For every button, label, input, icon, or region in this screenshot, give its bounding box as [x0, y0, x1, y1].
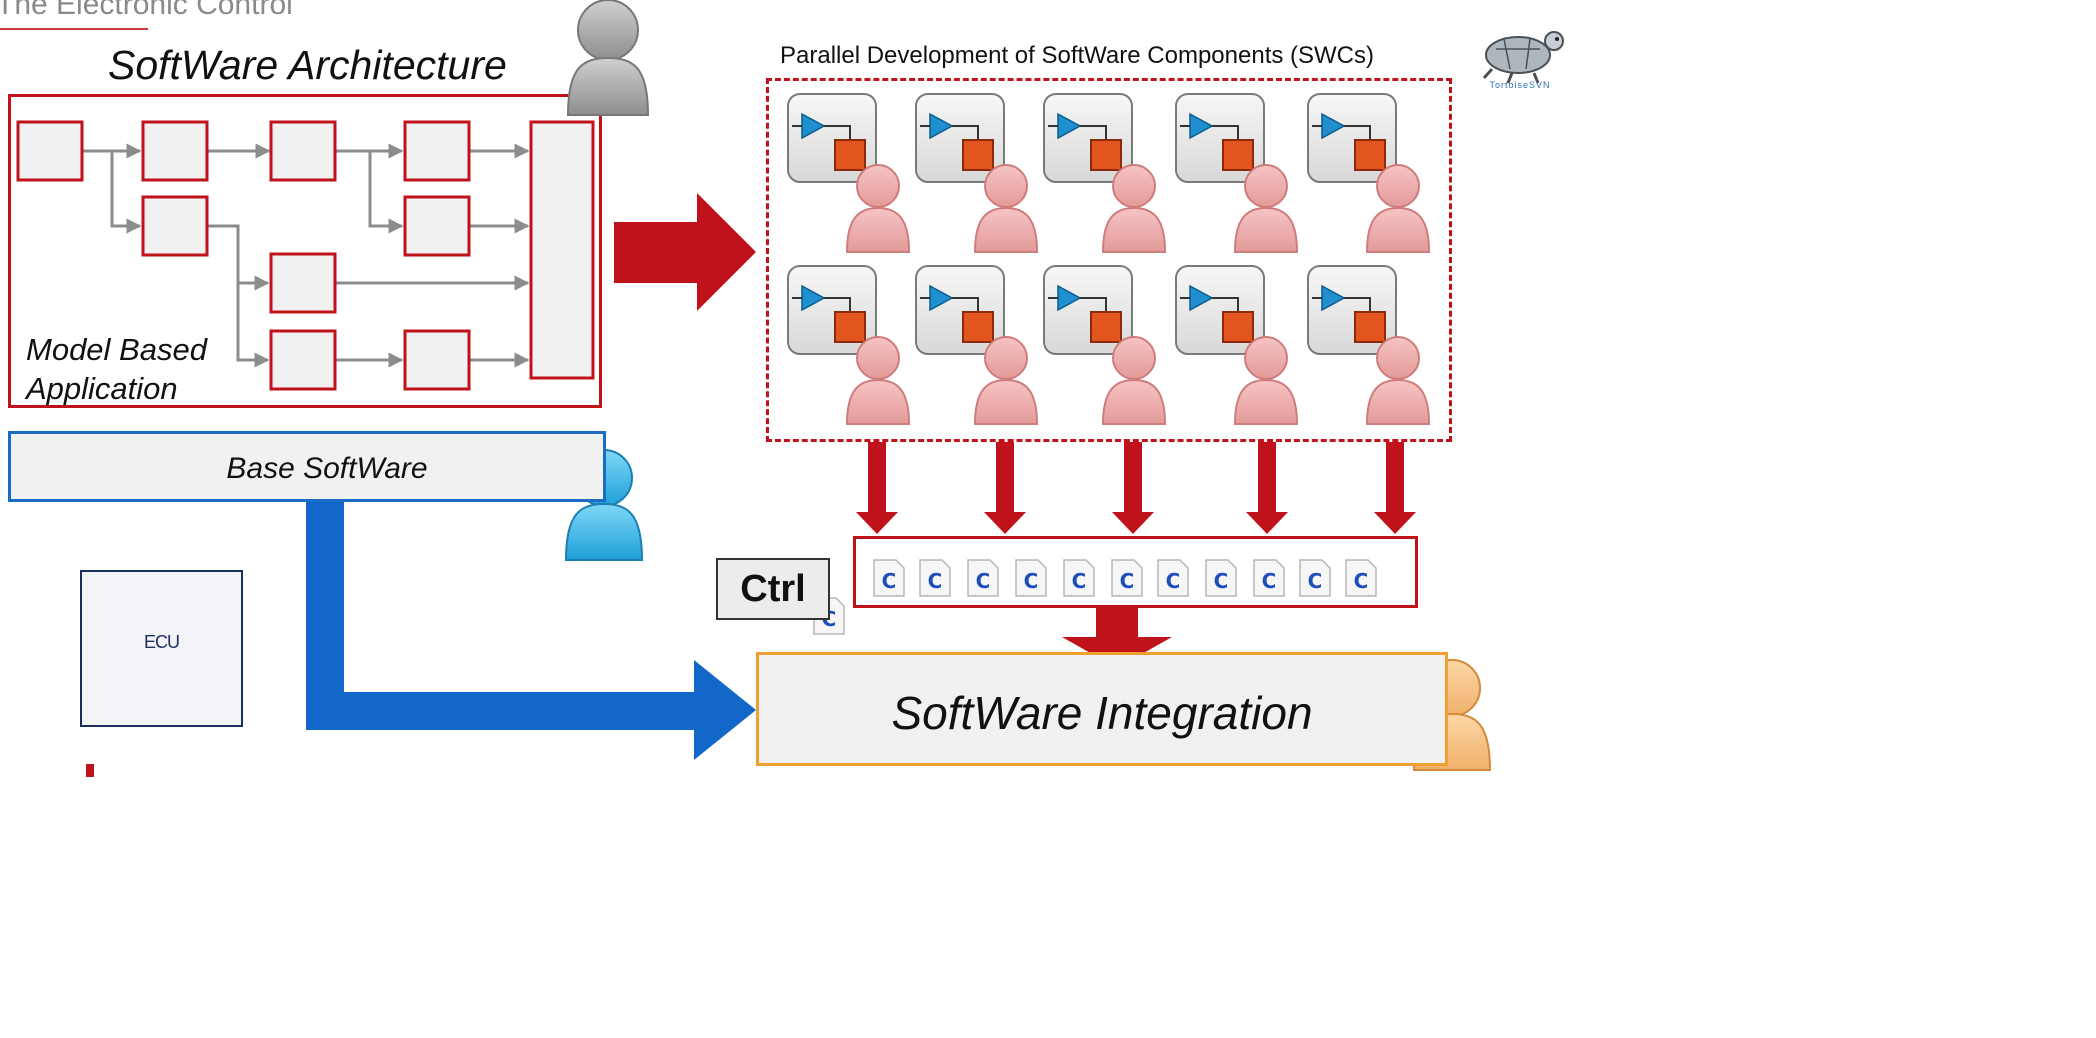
swc-components-frame [766, 78, 1452, 442]
ecu-icon-frame [80, 570, 243, 727]
model-based-application-frame [8, 94, 602, 408]
block [403, 195, 471, 257]
ctrl-label: Ctrl [740, 568, 806, 610]
block [403, 329, 471, 391]
svg-text:C: C [1166, 569, 1181, 593]
swc-tile [915, 93, 1039, 253]
developer-avatar [1233, 164, 1299, 253]
c-file-icon: C [1345, 559, 1377, 597]
c-file-icon: C [1063, 559, 1095, 597]
svg-text:C: C [1214, 569, 1229, 593]
architect-avatar [566, 0, 650, 116]
swc-tile [787, 93, 911, 253]
ctrl-box [716, 558, 830, 620]
swc-tile [1307, 93, 1431, 253]
developer-avatar [1233, 336, 1299, 425]
svg-text:C: C [1354, 569, 1369, 593]
developer-avatar [1365, 164, 1431, 253]
base-software-to-integration-arrow [306, 500, 756, 760]
ecu-label: ECU [143, 632, 180, 652]
block-output-bus [529, 120, 595, 380]
base-software-frame [8, 431, 606, 502]
swc-grid [787, 93, 1431, 425]
svg-text:C: C [882, 569, 897, 593]
swc-tile [1175, 265, 1299, 425]
c-file-icon: C [873, 559, 905, 597]
swc-tile [1043, 93, 1167, 253]
svg-text:C: C [1262, 569, 1277, 593]
tortoisesvn-label: TortoiseSVN [1489, 80, 1551, 90]
swc-tile [787, 265, 911, 425]
block [269, 252, 337, 314]
svg-text:C: C [1120, 569, 1135, 593]
swc-tile [1043, 265, 1167, 425]
developer-avatar [845, 336, 911, 425]
c-file-icon: C [1157, 559, 1189, 597]
block-input [16, 120, 84, 182]
c-file-icon: C [1015, 559, 1047, 597]
block-connectors [82, 143, 530, 368]
svg-text:C: C [1308, 569, 1323, 593]
developer-avatar [1101, 164, 1167, 253]
software-integration-label: SoftWare Integration [891, 687, 1313, 739]
block [269, 120, 337, 182]
swc-down-arrows [856, 442, 1416, 534]
function-blocks [16, 120, 595, 391]
tortoisesvn-turtle-icon [1482, 31, 1564, 84]
model-based-application-label: Model Based Application [26, 332, 207, 406]
svg-text:C: C [1024, 569, 1039, 593]
svg-text:C: C [976, 569, 991, 593]
svg-text:C: C [1072, 569, 1087, 593]
c-file-icon: C [1111, 559, 1143, 597]
parallel-development-title: Parallel Development of SoftWare Compone… [780, 42, 1374, 69]
developer-avatar [1365, 336, 1431, 425]
title-underline [0, 28, 148, 30]
logo-fragment [86, 764, 94, 777]
block [269, 329, 337, 391]
c-file-icon: C [919, 559, 951, 597]
c-file-icon: C [1205, 559, 1237, 597]
slide-title: The Electronic Control [0, 0, 293, 21]
block [403, 120, 471, 182]
block [141, 120, 209, 182]
developer-avatar [973, 164, 1039, 253]
c-file-icon: C [1299, 559, 1331, 597]
base-software-label: Base SoftWare [226, 452, 428, 485]
svg-text:C: C [928, 569, 943, 593]
block [141, 195, 209, 257]
cfiles-to-integration-arrow [1062, 608, 1172, 668]
software-integration-frame [756, 652, 1448, 766]
c-file-icon: C [967, 559, 999, 597]
developer-avatar [845, 164, 911, 253]
swc-tile [915, 265, 1039, 425]
c-files-frame [853, 536, 1418, 608]
developer-avatar [973, 336, 1039, 425]
swc-tile [1307, 265, 1431, 425]
architecture-to-swc-arrow [614, 193, 756, 311]
architecture-title: SoftWare Architecture [108, 42, 507, 88]
developer-avatar [1101, 336, 1167, 425]
swc-tile [1175, 93, 1299, 253]
c-file-icon: C [1253, 559, 1285, 597]
